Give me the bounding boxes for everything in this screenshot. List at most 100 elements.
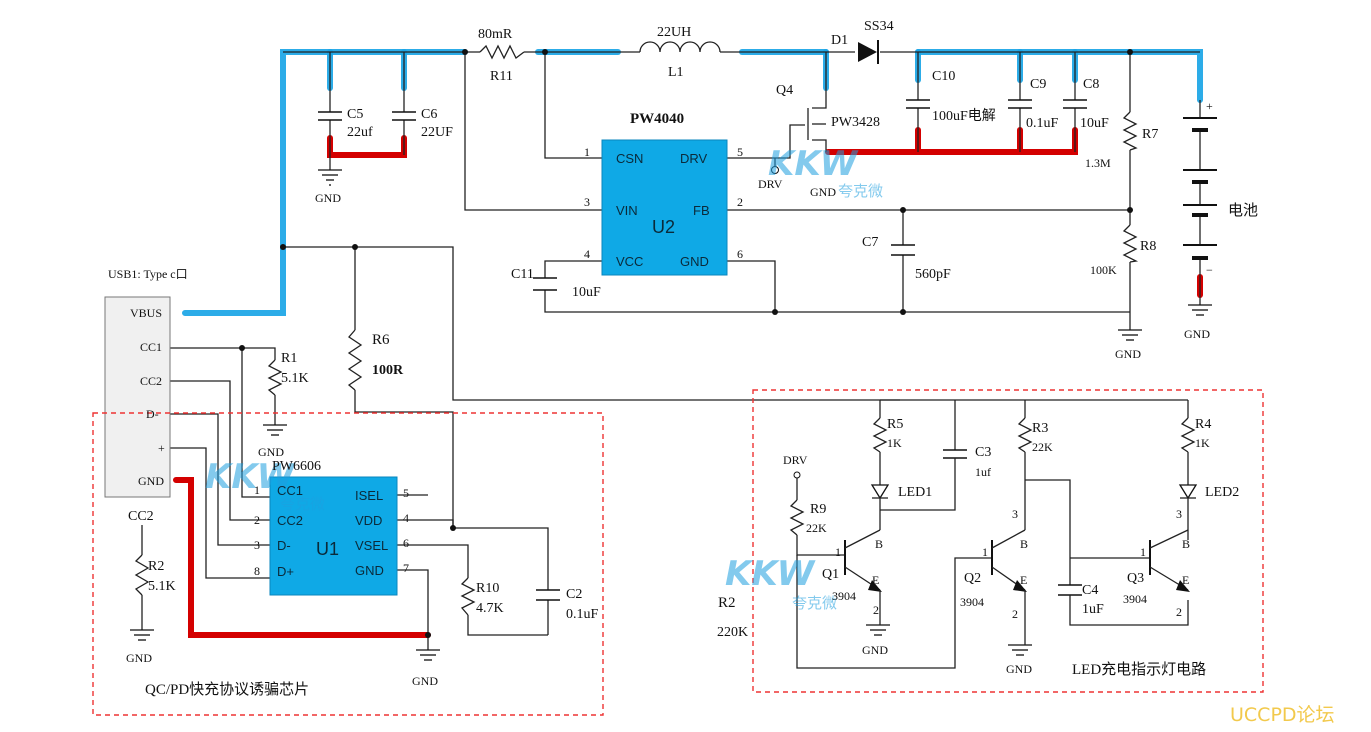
r9-label: R9	[810, 502, 827, 517]
usb-title: USB1: Type c口	[108, 267, 188, 281]
u2-part: PW4040	[630, 111, 685, 127]
u1-pin-cc2: CC2	[277, 513, 304, 528]
resistors	[134, 44, 1139, 616]
c4-label: C4	[1082, 583, 1099, 598]
gnd-battery: GND	[1184, 327, 1210, 341]
q1-label: Q1	[822, 567, 840, 582]
watermark-kkw-1: KKW 夸克微	[768, 144, 883, 200]
r9-value: 22K	[806, 521, 827, 535]
r6-value: 100R	[372, 363, 404, 378]
drv-led-label: DRV	[783, 453, 808, 467]
c11-value: 10uF	[572, 285, 601, 300]
u2-pin-vin: VIN	[616, 203, 638, 218]
r10-label: R10	[476, 581, 500, 596]
usb-pin-gnd: GND	[138, 474, 164, 488]
u1-part: PW6606	[272, 459, 321, 474]
r7-value: 1.3M	[1085, 156, 1111, 170]
svg-text:KKW: KKW	[725, 554, 816, 594]
r2-led-label: R2	[718, 595, 736, 611]
q2-pin-1: 1	[982, 545, 988, 559]
u2-name: U2	[652, 217, 676, 237]
u2-pin-num-3: 3	[584, 195, 590, 209]
gnd-r1: GND	[258, 445, 284, 459]
q4-value: PW3428	[831, 115, 880, 130]
c3-value: 1uf	[975, 465, 991, 479]
u2-pin-vcc: VCC	[616, 254, 644, 269]
led1-label: LED1	[898, 485, 933, 500]
u1-pin-dminus: D-	[277, 538, 291, 553]
q2-value: 3904	[960, 595, 984, 609]
q1-pin-b: B	[875, 537, 884, 551]
r3-value: 22K	[1032, 440, 1053, 454]
c7-label: C7	[862, 235, 879, 250]
r7-label: R7	[1142, 127, 1159, 142]
d1-diode	[858, 40, 879, 64]
q3-label: Q3	[1127, 571, 1145, 586]
usb-pin-dminus: D-	[146, 407, 159, 421]
q3-pin-3: 3	[1176, 507, 1182, 521]
q2-pin-2: 2	[1012, 607, 1018, 621]
c4-value: 1uF	[1082, 602, 1104, 617]
r6-body	[347, 329, 363, 391]
r11-label: R11	[490, 69, 513, 84]
u1-pin-num-5: 5	[403, 486, 409, 500]
q1-pin-2: 2	[873, 603, 879, 617]
gnd-q2: GND	[1006, 662, 1032, 676]
led-section-box	[752, 389, 1264, 693]
usb-pin-vbus: VBUS	[130, 306, 163, 320]
c5-label: C5	[347, 107, 364, 122]
r1-label: R1	[281, 351, 298, 366]
u2-pin-csn: CSN	[616, 151, 644, 166]
l1-body	[639, 41, 721, 53]
q3-pin-2: 2	[1176, 605, 1182, 619]
led-circuit-wiring	[789, 399, 1198, 669]
l1-label: L1	[668, 65, 684, 80]
drv-testpoint	[771, 166, 779, 174]
c2-label: C2	[566, 587, 583, 602]
u1-pin-num-4: 4	[403, 511, 409, 525]
c2-value: 0.1uF	[566, 607, 599, 622]
battery-cells	[1183, 117, 1217, 260]
q4-label: Q4	[776, 83, 794, 98]
u1-name: U1	[316, 539, 340, 559]
c5-value: 22uf	[347, 125, 373, 140]
r4-value: 1K	[1195, 436, 1210, 450]
svg-text:夸克微: 夸克微	[792, 594, 837, 612]
u1-pin-num-6: 6	[403, 536, 409, 550]
junction-dots	[239, 49, 1133, 638]
qc-section-title: QC/PD快充协议诱骗芯片	[145, 682, 310, 698]
usb-pin-cc1: CC1	[140, 340, 163, 354]
u1-pin-isel: ISEL	[355, 488, 384, 503]
u1-pin-vsel: VSEL	[355, 538, 389, 553]
c10-label: C10	[932, 69, 956, 84]
u1-pin-cc1: CC1	[277, 483, 304, 498]
u1-pin-num-7: 7	[403, 561, 409, 575]
battery-plus: +	[1206, 99, 1213, 113]
qc-section-box	[92, 412, 604, 716]
u1-pin-dplus: D+	[277, 564, 294, 579]
u1-pin-num-8: 8	[254, 564, 260, 578]
u1-chip	[269, 476, 398, 596]
u2-pin-num-2: 2	[737, 195, 743, 209]
u2-pin-drv: DRV	[680, 151, 708, 166]
q1-pin-1: 1	[835, 545, 841, 559]
r11-body	[479, 44, 525, 60]
q1-pin-e: E	[872, 573, 880, 587]
l1-value: 22UH	[657, 25, 692, 40]
r3-label: R3	[1032, 421, 1049, 436]
svg-text:夸克微: 夸克微	[838, 182, 883, 200]
battery-label: 电池	[1228, 203, 1259, 219]
u1-pin-num-1: 1	[254, 483, 260, 497]
u2-pin-num-6: 6	[737, 247, 743, 261]
r2-value: 5.1K	[148, 579, 176, 594]
r5-label: R5	[887, 417, 904, 432]
c8-value: 10uF	[1080, 116, 1109, 131]
r5-value: 1K	[887, 436, 902, 450]
r7-body	[1122, 111, 1138, 151]
gnd-r2: GND	[126, 651, 152, 665]
d1-value: SS34	[864, 19, 894, 34]
u1-pin-num-3: 3	[254, 538, 260, 552]
q2-pin-b: B	[1020, 537, 1029, 551]
